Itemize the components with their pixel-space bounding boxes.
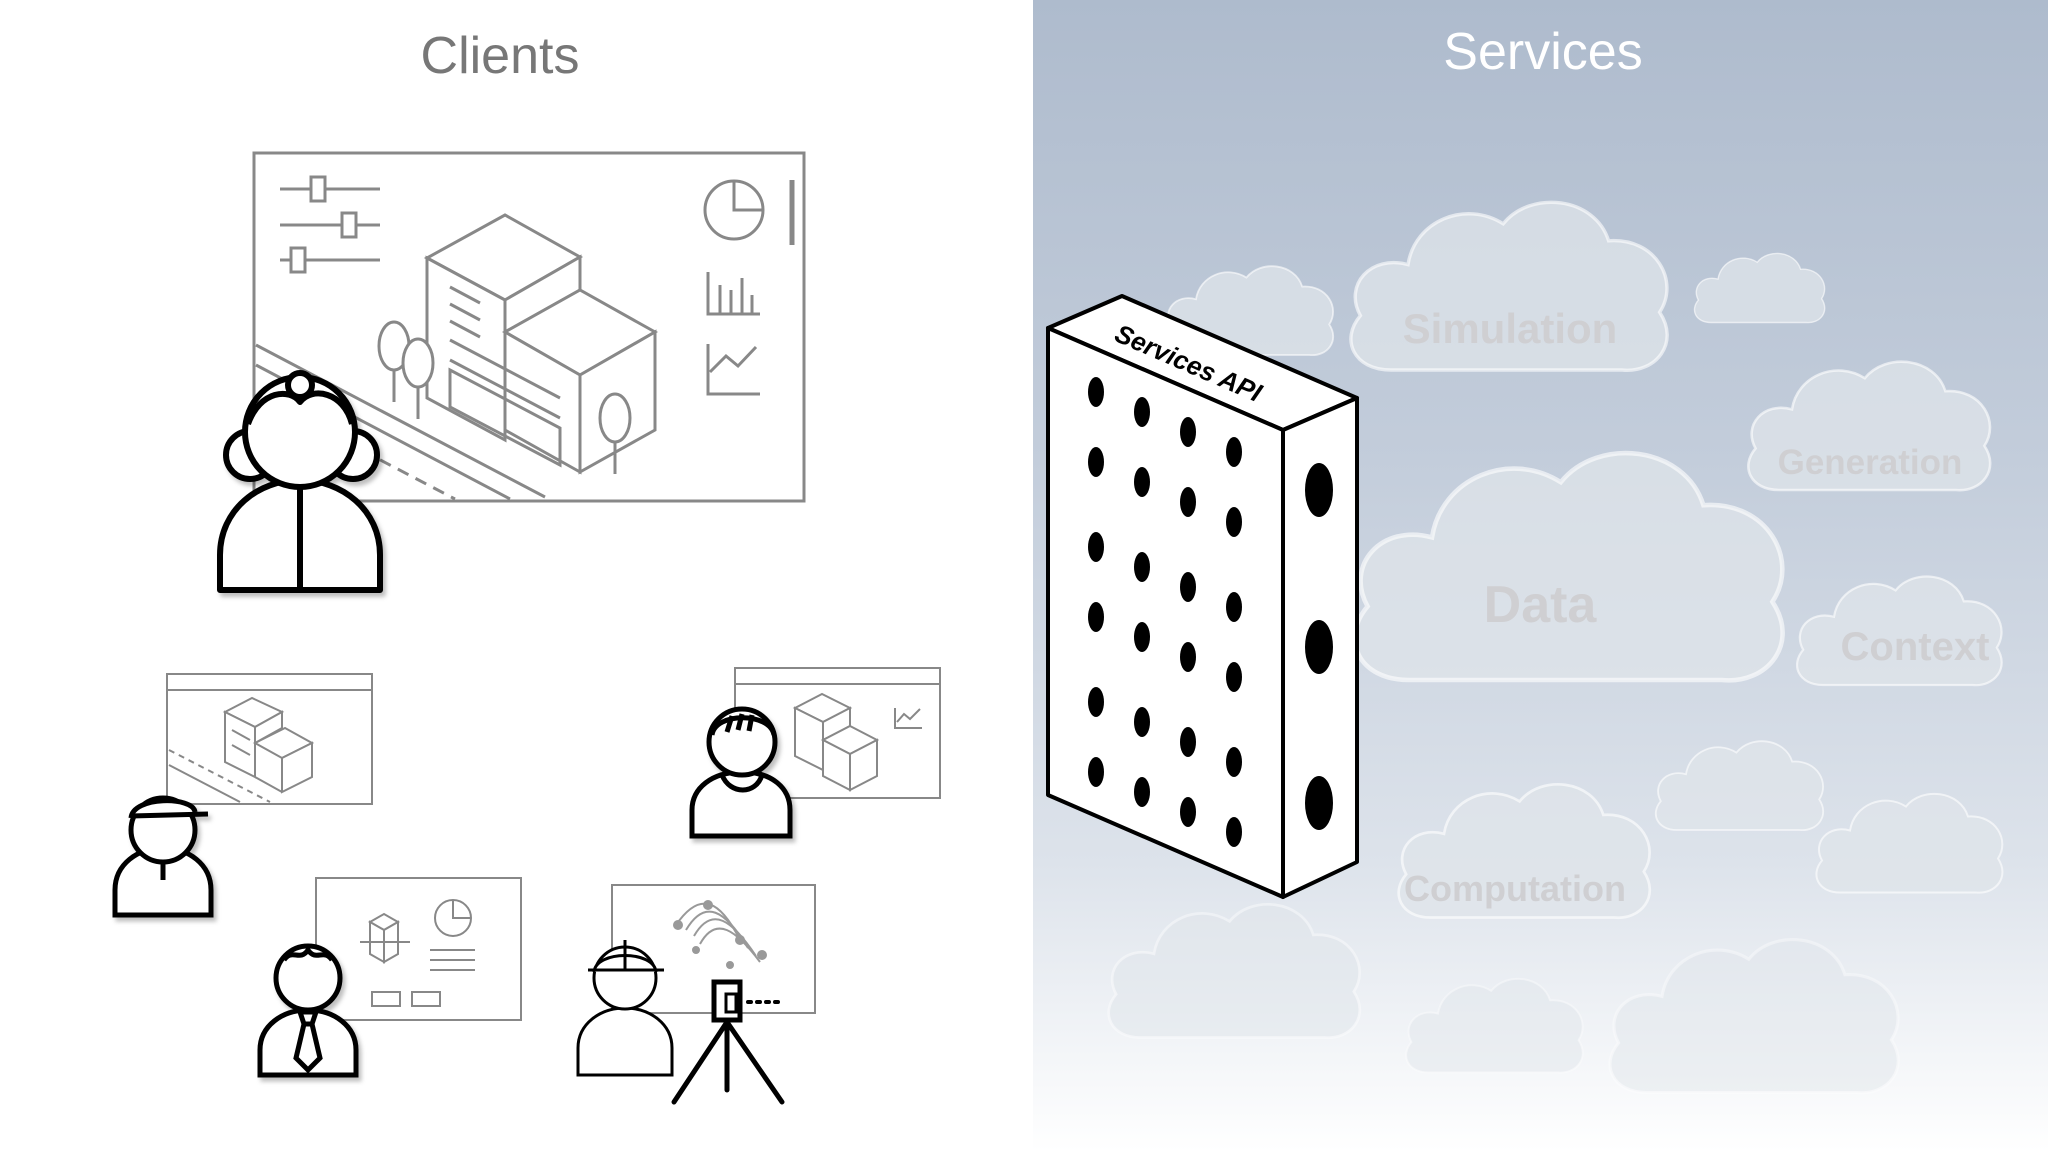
line-chart-icon [894, 708, 922, 729]
tree-icon [377, 320, 632, 474]
cube-icon [360, 912, 410, 964]
cloud-label-simulation: Simulation [1402, 305, 1618, 352]
cloud-label-computation: Computation [1404, 868, 1626, 909]
cloud-icon [1815, 792, 2004, 895]
person-tie-icon [257, 943, 359, 1078]
pie-chart-icon [703, 179, 765, 241]
tie-icon [293, 1021, 323, 1074]
line-chart-icon [706, 344, 760, 396]
person-woman-icon [217, 370, 383, 593]
bar-chart-icon [706, 272, 760, 316]
building-icon [222, 696, 315, 794]
cloud-label-generation: Generation [1777, 443, 1963, 482]
person-hardhat-icon [112, 795, 214, 918]
cloud-label-data: Data [1483, 576, 1597, 634]
building-icon [423, 213, 659, 475]
cloud-data [1355, 453, 1783, 680]
pie-chart-icon [434, 899, 472, 937]
cloud-icon [1608, 937, 1901, 1095]
cloud-icon [1404, 977, 1585, 1074]
point-cloud-icon [673, 900, 767, 969]
cloud-icon [1654, 740, 1825, 832]
screen-small-3 [315, 877, 522, 1021]
server-tower-icon: Services API [1046, 294, 1359, 899]
screen-small-1 [166, 673, 373, 805]
clients-title: Clients [420, 27, 580, 85]
server-vent-holes [1088, 377, 1333, 847]
slider-icon [280, 175, 380, 274]
services-title: Services [1443, 23, 1643, 81]
cloud-label-context: Context [1840, 625, 1990, 669]
cloud-icon [1107, 902, 1362, 1040]
cloud-icon [1693, 252, 1826, 324]
tripod-scanner-icon [671, 979, 785, 1105]
building-icon [792, 692, 880, 792]
person-surveyor-icon [576, 940, 674, 1077]
person-worker-icon [689, 706, 793, 839]
